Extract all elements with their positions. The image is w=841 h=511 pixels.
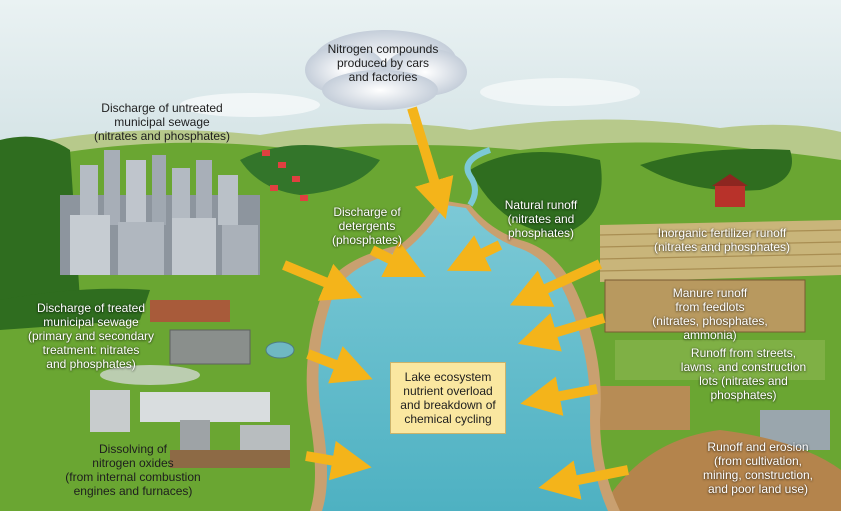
river bbox=[464, 147, 491, 207]
far-right-forest bbox=[640, 149, 792, 191]
label-erosion-runoff: Runoff and erosion (from cultivation, mi… bbox=[702, 440, 814, 496]
center-label: Lake ecosystem nutrient overload and bre… bbox=[400, 370, 496, 426]
arrow-erosion-runoff bbox=[538, 460, 629, 500]
arrow-manure-runoff bbox=[517, 313, 606, 352]
feedlot bbox=[604, 279, 806, 333]
lower-left-forest bbox=[0, 288, 150, 330]
label-manure-runoff: Manure runoff from feedlots (nitrates, p… bbox=[652, 286, 768, 342]
label-natural-runoff: Natural runoff (nitrates and phosphates) bbox=[504, 198, 578, 240]
arrow-natural-runoff bbox=[447, 235, 503, 272]
pollution-cloud bbox=[305, 30, 467, 110]
right-forest bbox=[470, 152, 602, 235]
arrow-untreated-sewage bbox=[282, 260, 363, 301]
haze-cloud bbox=[480, 78, 640, 106]
smoke bbox=[100, 365, 200, 385]
treatment-tanks bbox=[169, 329, 251, 365]
barn bbox=[712, 174, 748, 207]
label-detergents: Discharge of detergents (phosphates) bbox=[331, 205, 403, 247]
label-nitrogen-compounds: Nitrogen compounds produced by cars and … bbox=[327, 42, 439, 84]
haze-cloud bbox=[180, 93, 320, 117]
top-forest bbox=[240, 145, 380, 195]
round-tank bbox=[265, 341, 295, 359]
arrow-nitrogen-compounds bbox=[407, 106, 454, 220]
center-box-lake-ecosystem: Lake ecosystem nutrient overload and bre… bbox=[390, 362, 506, 434]
label-untreated-sewage: Discharge of untreated municipal sewage … bbox=[93, 101, 231, 143]
field-rows bbox=[599, 229, 841, 272]
arrow-nitrogen-oxides bbox=[305, 440, 372, 481]
houses bbox=[262, 150, 308, 201]
label-streets-runoff: Runoff from streets, lawns, and construc… bbox=[680, 346, 807, 402]
city-buildings bbox=[60, 150, 260, 275]
eroded-land bbox=[600, 430, 841, 511]
arrow-fertilizer-runoff bbox=[509, 259, 603, 307]
fertilizer-field bbox=[600, 220, 841, 282]
nutrient-arrows bbox=[282, 106, 629, 500]
label-nitrogen-oxides: Dissolving of nitrogen oxides (from inte… bbox=[65, 442, 201, 498]
construction-lot bbox=[600, 386, 690, 430]
residential-area bbox=[615, 340, 825, 380]
factory bbox=[90, 390, 290, 468]
treatment-plant bbox=[150, 300, 230, 322]
arrow-treated-sewage bbox=[306, 346, 373, 384]
arrow-detergents bbox=[369, 241, 426, 277]
label-fertilizer-runoff: Inorganic fertilizer runoff (nitrates an… bbox=[653, 226, 791, 254]
arrow-streets-runoff bbox=[520, 376, 598, 416]
label-treated-sewage: Discharge of treated municipal sewage (p… bbox=[27, 301, 155, 371]
